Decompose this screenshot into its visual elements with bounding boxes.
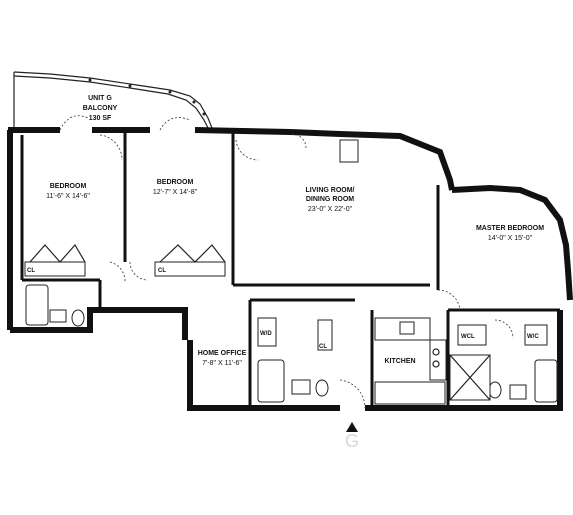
living-dims: 23'-0" X 22'-0" xyxy=(308,206,353,213)
wcl-label: WCL xyxy=(461,334,475,340)
balcony-label-2: BALCONY xyxy=(83,105,118,112)
interior-walls xyxy=(20,132,560,408)
closets xyxy=(24,139,548,351)
wd-label: W/D xyxy=(260,331,272,337)
living-line2: DINING ROOM xyxy=(306,196,354,203)
kitchen-name: KITCHEN xyxy=(384,358,415,365)
labels: UNIT G BALCONY 130 SF BEDROOM 11'-6" X 1… xyxy=(27,95,544,451)
master-name: MASTER BEDROOM xyxy=(476,225,544,232)
balcony-label-3: 130 SF xyxy=(89,115,112,122)
office-dims: 7'-8" X 11'-6" xyxy=(202,360,242,367)
bedroom1-name: BEDROOM xyxy=(50,183,87,190)
balcony-label-1: UNIT G xyxy=(88,95,112,102)
entry-arrow-icon xyxy=(346,422,358,432)
master-dims: 14'-0" X 15'-0" xyxy=(488,235,533,242)
unit-letter: G xyxy=(345,431,359,451)
exterior-walls xyxy=(7,127,573,411)
wc-label: W/C xyxy=(527,334,539,340)
bedroom1-dims: 11'-6" X 14'-6" xyxy=(46,193,90,200)
closet-label-3: CL xyxy=(319,344,327,350)
kitchen-counters xyxy=(374,317,447,405)
office-name: HOME OFFICE xyxy=(198,350,247,357)
bedroom2-dims: 12'-7" X 14'-8" xyxy=(153,189,198,196)
closet-label-1: CL xyxy=(27,268,35,274)
bathroom-fixtures xyxy=(25,284,558,403)
balcony xyxy=(13,71,213,129)
door-swings xyxy=(59,115,514,409)
closet-label-2: CL xyxy=(158,268,166,274)
bedroom2-name: BEDROOM xyxy=(157,179,194,186)
living-line1: LIVING ROOM/ xyxy=(306,187,355,194)
